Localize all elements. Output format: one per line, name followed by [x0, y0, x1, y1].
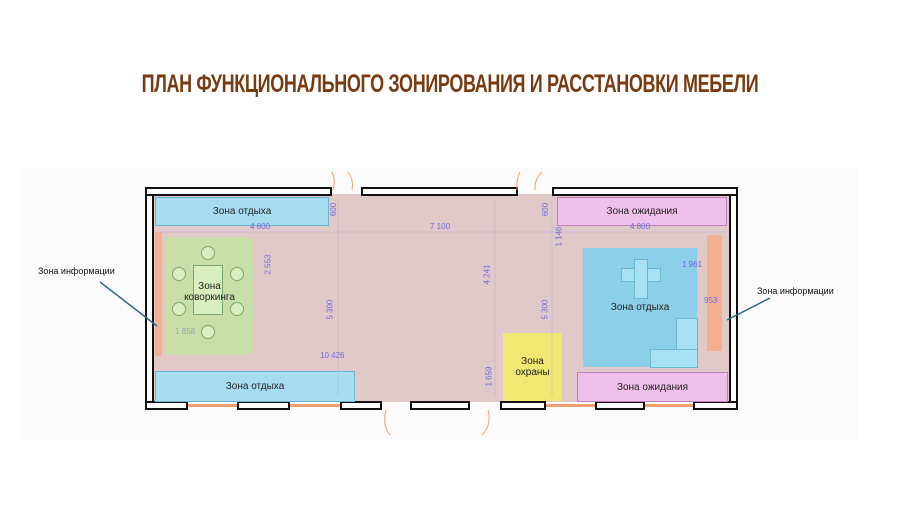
dimension: 5 300: [325, 299, 335, 320]
chair: [230, 267, 244, 281]
window: [290, 404, 340, 407]
zone-label: Зона ожидания: [616, 381, 689, 393]
page-title: ПЛАН ФУНКЦИОНАЛЬНОГО ЗОНИРОВАНИЯ И РАССТ…: [141, 70, 759, 98]
chair: [201, 325, 215, 339]
wall-bottom-5: [500, 401, 546, 410]
wall-bottom-2: [237, 401, 290, 410]
window: [645, 404, 693, 407]
dimension: 4 800: [250, 222, 271, 231]
zone-coworking-label: Зона коворкинга: [184, 281, 235, 303]
window: [188, 404, 238, 407]
zone-label: Зона отдыха: [225, 381, 285, 392]
wall-bottom-1: [145, 401, 188, 410]
wall-right: [729, 187, 738, 410]
dimension: 7 100: [430, 222, 451, 231]
chair: [201, 246, 215, 260]
zone-label: Зона охраны: [515, 356, 550, 378]
dimension: 5 300: [540, 299, 550, 320]
chair: [172, 267, 186, 281]
chair: [172, 302, 186, 316]
dimension: 600: [329, 202, 339, 217]
dimension: 953: [704, 296, 718, 305]
zone-label: Зона ожидания: [606, 206, 678, 217]
wall-bottom-3: [340, 401, 382, 410]
info-panel-right: [707, 235, 722, 351]
info-panel-left: [155, 232, 162, 356]
zone-security: Зона охраны: [503, 333, 562, 401]
dimension: 10 426: [320, 351, 345, 360]
label-info-left: Зона информации: [38, 266, 115, 276]
window: [546, 404, 596, 407]
corner-sofa: [650, 349, 698, 368]
dimension: 2 553: [263, 254, 273, 275]
zone-rest-top-left: Зона отдыха: [155, 197, 329, 226]
wall-left: [145, 187, 154, 410]
zone-label: Зона отдыха: [212, 206, 272, 217]
zone-rest-bottom-left: Зона отдыха: [155, 371, 355, 402]
dimension: 600: [541, 202, 551, 217]
dimension: 1 858: [175, 327, 196, 336]
cross-table: [634, 259, 648, 299]
wall-bottom-7: [693, 401, 738, 410]
coworking-table: [193, 265, 223, 315]
wall-top-2: [361, 187, 518, 196]
dimension: 1 146: [554, 226, 564, 247]
wall-top-3: [552, 187, 738, 196]
dimension: 4 800: [630, 222, 651, 231]
zone-waiting-bottom-right: Зона ожидания: [577, 372, 728, 402]
label-info-right: Зона информации: [757, 286, 834, 296]
zone-label: Зона отдыха: [610, 302, 670, 313]
chair: [230, 302, 244, 316]
wall-bottom-6: [595, 401, 645, 410]
dimension: 4 241: [482, 264, 492, 285]
wall-bottom-4: [410, 401, 470, 410]
door-swings: [331, 171, 543, 436]
dimension: 1 659: [484, 366, 494, 387]
wall-top-1: [145, 187, 332, 196]
zone-waiting-top-right: Зона ожидания: [557, 197, 727, 226]
dimension: 1 961: [682, 260, 703, 269]
